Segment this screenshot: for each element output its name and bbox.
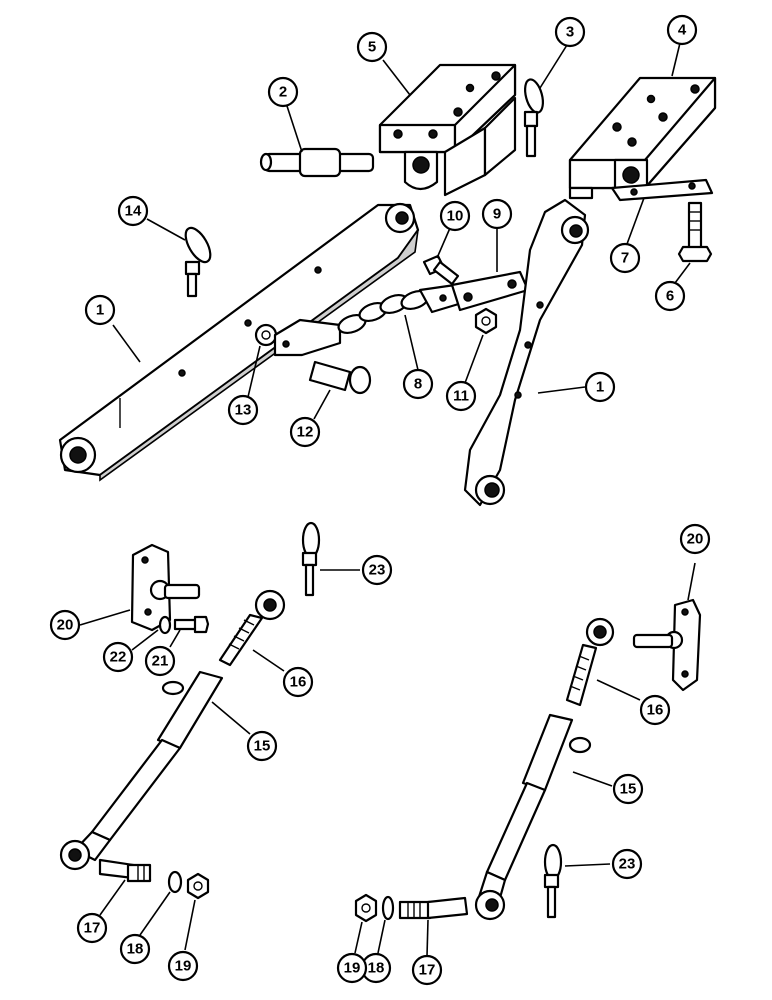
svg-text:19: 19: [175, 958, 192, 975]
bracket-4: [568, 76, 717, 200]
callout-18-left: 18: [119, 933, 151, 965]
nut-19-right: [354, 893, 378, 923]
callout-19-right: 19: [336, 952, 368, 984]
bolt-17-right: [398, 896, 469, 920]
svg-text:17: 17: [419, 962, 436, 979]
svg-text:7: 7: [621, 250, 629, 267]
callout-12: 12: [289, 416, 321, 448]
callout-16-right: 16: [639, 694, 671, 726]
callout-8: 8: [402, 368, 434, 400]
svg-text:18: 18: [368, 960, 385, 977]
callout-7: 7: [609, 242, 641, 274]
chain-8: [273, 283, 464, 357]
lower-link-right: [463, 198, 590, 507]
svg-text:2: 2: [279, 84, 287, 101]
svg-text:18: 18: [127, 941, 144, 958]
plate-7: [610, 178, 714, 202]
svg-text:8: 8: [414, 376, 422, 393]
washer-22: [158, 615, 172, 635]
callout-18-right: 18: [360, 952, 392, 984]
leveling-rod-left: [59, 589, 286, 871]
svg-text:20: 20: [687, 531, 704, 548]
callout-15-right: 15: [612, 773, 644, 805]
svg-text:11: 11: [453, 388, 469, 405]
svg-text:20: 20: [57, 617, 74, 634]
washer-13: [254, 323, 278, 347]
leveling-rod-right: [474, 617, 615, 921]
ring-pin-23-lower: [543, 843, 563, 919]
callout-1-left: 1: [84, 294, 116, 326]
svg-text:16: 16: [290, 674, 307, 691]
ring-pin-23-upper: [301, 521, 321, 597]
svg-text:16: 16: [647, 702, 664, 719]
leader-lines: [79, 42, 696, 957]
callout-3: 3: [554, 16, 586, 48]
callout-14: 14: [117, 195, 149, 227]
svg-text:5: 5: [368, 39, 376, 56]
pin-12: [308, 360, 372, 395]
callout-20-right: 20: [679, 523, 711, 555]
callout-13: 13: [227, 394, 259, 426]
callout-17-left: 17: [76, 912, 108, 944]
callout-23-upper: 23: [361, 554, 393, 586]
bolt-6: [677, 201, 713, 263]
callout-9: 9: [481, 198, 513, 230]
svg-text:23: 23: [369, 562, 386, 579]
svg-text:14: 14: [125, 203, 142, 220]
callout-1-right: 1: [584, 371, 616, 403]
ring-pin-3: [523, 78, 544, 158]
link-plate-9: [450, 270, 530, 312]
callout-19-left: 19: [167, 950, 199, 982]
svg-text:1: 1: [96, 302, 104, 319]
callout-22: 22: [102, 641, 134, 673]
ring-pin-14: [184, 226, 212, 298]
lower-link-left: [58, 202, 420, 482]
svg-text:13: 13: [235, 402, 252, 419]
bolt-17-left: [98, 858, 152, 883]
callout-6: 6: [654, 280, 686, 312]
pin-2: [259, 147, 375, 178]
callout-21: 21: [144, 645, 176, 677]
washer-18-left: [167, 870, 183, 894]
svg-text:3: 3: [566, 24, 574, 41]
bracket-20-left: [130, 543, 201, 632]
callouts: 1 1 2 3 4 5 6 7 8 9 10 11 12 13 14 15 15…: [49, 14, 711, 986]
callout-10: 10: [439, 200, 471, 232]
callout-23-lower: 23: [611, 848, 643, 880]
svg-text:19: 19: [344, 960, 361, 977]
svg-text:17: 17: [84, 920, 101, 937]
svg-text:9: 9: [493, 206, 501, 223]
svg-text:1: 1: [596, 379, 604, 396]
nut-11: [474, 307, 498, 335]
svg-text:15: 15: [254, 738, 271, 755]
svg-text:21: 21: [152, 653, 169, 670]
bolt-10: [422, 254, 460, 286]
svg-text:4: 4: [678, 22, 687, 39]
callout-5: 5: [356, 31, 388, 63]
callout-20-left: 20: [49, 609, 81, 641]
svg-text:22: 22: [110, 649, 127, 666]
callout-16-left: 16: [282, 666, 314, 698]
svg-text:12: 12: [297, 424, 314, 441]
svg-text:15: 15: [620, 781, 637, 798]
svg-text:23: 23: [619, 856, 636, 873]
callout-15-left: 15: [246, 730, 278, 762]
callout-17-right: 17: [411, 954, 443, 986]
svg-text:6: 6: [666, 288, 674, 305]
callout-2: 2: [267, 76, 299, 108]
washer-18-right: [381, 895, 395, 921]
callout-11: 11: [445, 380, 477, 412]
svg-text:10: 10: [447, 208, 464, 225]
nut-19-left: [186, 872, 210, 900]
screw-21: [173, 615, 210, 634]
bracket-5: [378, 63, 517, 197]
callout-4: 4: [666, 14, 698, 46]
bracket-20-right: [632, 598, 702, 692]
